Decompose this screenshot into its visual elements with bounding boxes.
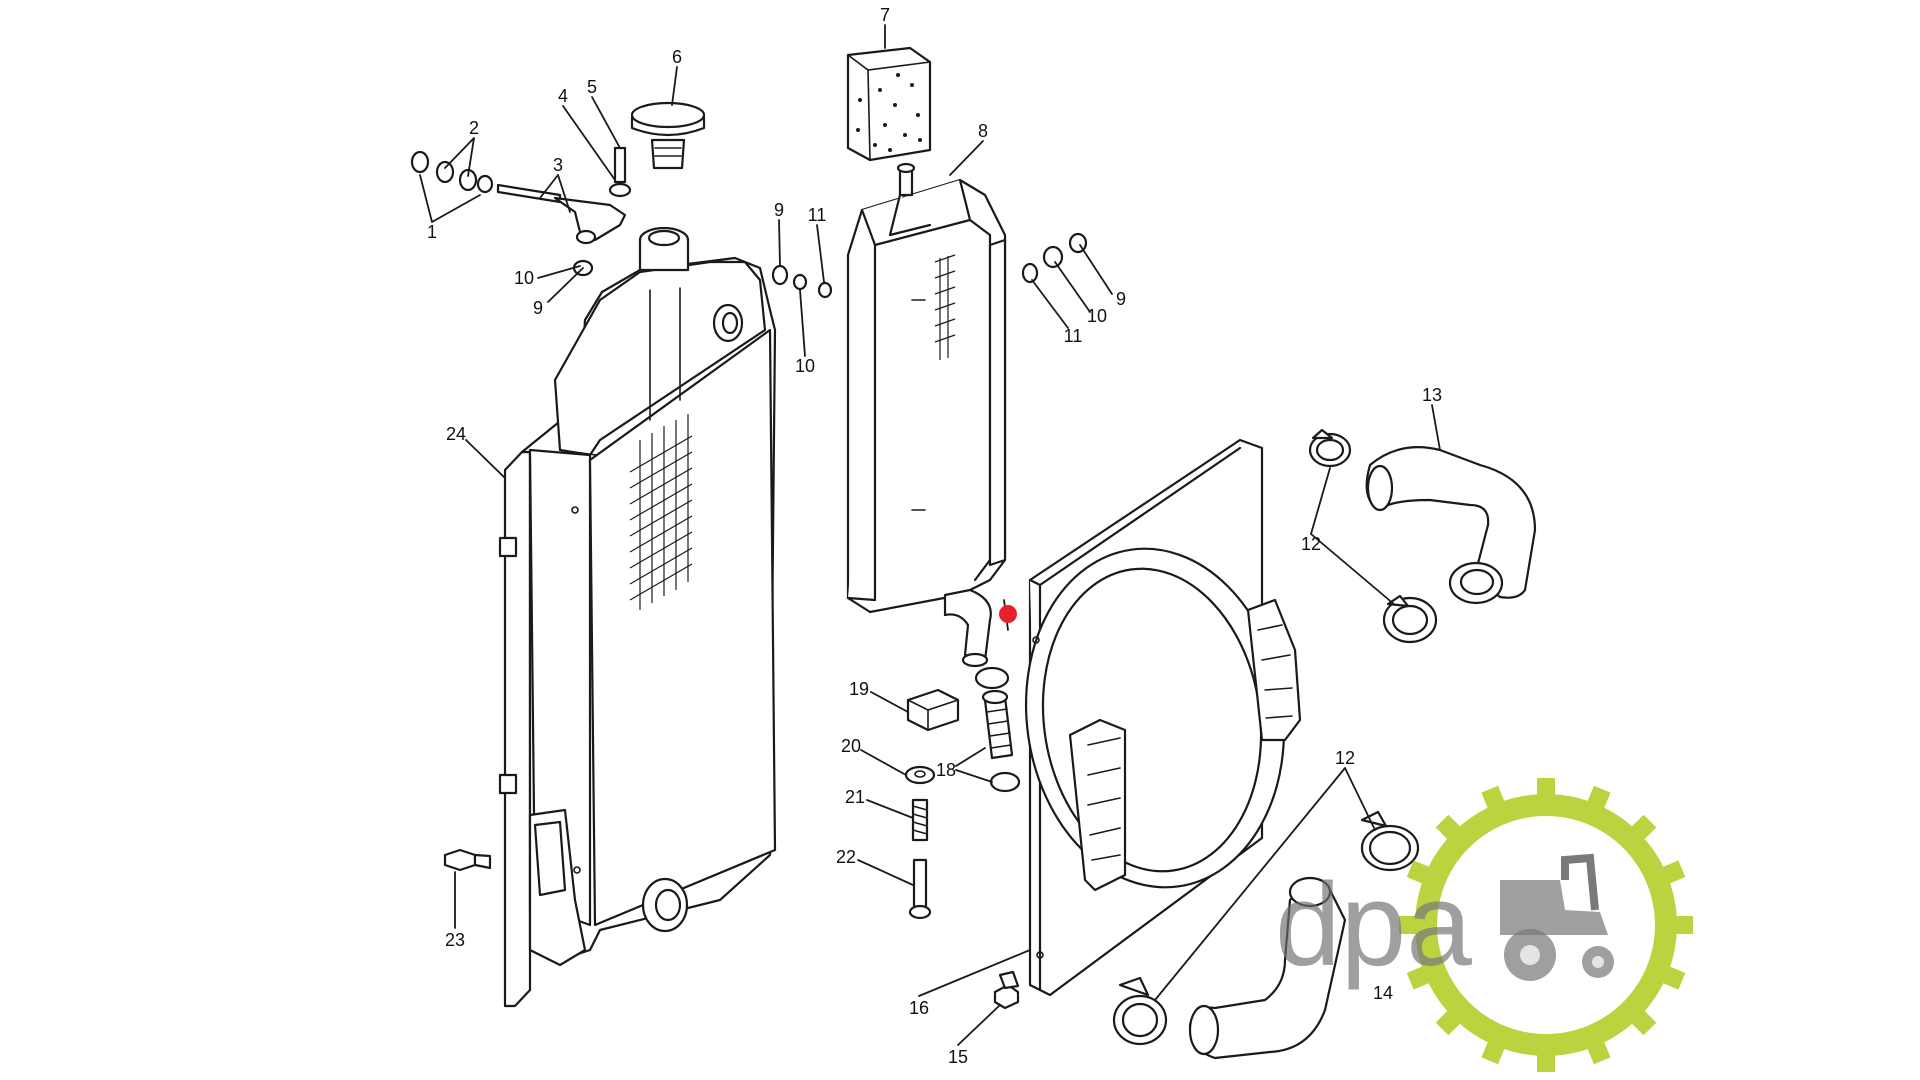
callout-23: 23 — [445, 930, 465, 950]
callout-22: 22 — [836, 847, 856, 867]
callout-9: 9 — [533, 298, 543, 318]
callout-15: 15 — [948, 1047, 968, 1067]
callout-24: 24 — [446, 424, 466, 444]
callout-7: 7 — [880, 5, 890, 25]
callout-14: 14 — [1373, 983, 1393, 1003]
callout-16: 16 — [909, 998, 929, 1018]
leader-lines — [419, 24, 1441, 1046]
logo-gear-tooth — [1661, 966, 1686, 990]
callout-3: 3 — [553, 155, 563, 175]
callout-2: 2 — [469, 118, 479, 138]
logo-gear-teeth — [1399, 778, 1693, 1072]
upper-hose — [1308, 428, 1537, 644]
logo-gear-tooth — [1537, 1054, 1555, 1072]
callout-11: 11 — [1064, 326, 1083, 346]
logo-ring — [1415, 794, 1677, 1056]
dpa-logo: dpa — [1275, 778, 1693, 1072]
tractor-icon — [1500, 853, 1614, 981]
callout-20: 20 — [841, 736, 861, 756]
red-marker-dot — [999, 605, 1017, 623]
callout-4: 4 — [558, 86, 568, 106]
logo-gear-tooth — [1587, 785, 1611, 810]
callout-8: 8 — [978, 121, 988, 141]
foam-block — [846, 46, 932, 162]
callout-21: 21 — [845, 787, 865, 807]
aux-cooler — [846, 162, 1007, 668]
callout-9: 9 — [1116, 289, 1126, 309]
logo-gear-tooth — [1406, 966, 1431, 990]
callout-11: 11 — [808, 205, 827, 225]
callout-6: 6 — [672, 47, 682, 67]
small-parts — [443, 666, 1021, 1010]
callout-10: 10 — [514, 268, 534, 288]
callout-10: 10 — [1087, 306, 1107, 326]
callout-18: 18 — [936, 760, 956, 780]
fan-shroud — [1024, 438, 1302, 997]
callout-10: 10 — [795, 356, 815, 376]
callout-13: 13 — [1422, 385, 1442, 405]
logo-gear-tooth — [1537, 778, 1555, 796]
callout-12: 12 — [1335, 748, 1355, 768]
logo-gear-tooth — [1675, 916, 1693, 934]
callout-9: 9 — [774, 200, 784, 220]
logo-gear-tooth — [1406, 860, 1431, 884]
radiator — [498, 226, 777, 1008]
logo-gear-tooth — [1481, 1040, 1505, 1065]
logo-text: dpa — [1275, 859, 1472, 991]
logo-gear-tooth — [1587, 1040, 1611, 1065]
logo-gear-tooth — [1399, 916, 1417, 934]
callout-19: 19 — [849, 679, 869, 699]
radiator-cap — [630, 101, 706, 170]
callout-12: 12 — [1301, 534, 1321, 554]
lower-hose — [1112, 810, 1420, 1060]
logo-gear-tooth — [1661, 860, 1686, 884]
logo-gear-tooth — [1481, 785, 1505, 810]
callout-5: 5 — [587, 77, 597, 97]
callout-1: 1 — [427, 222, 437, 242]
